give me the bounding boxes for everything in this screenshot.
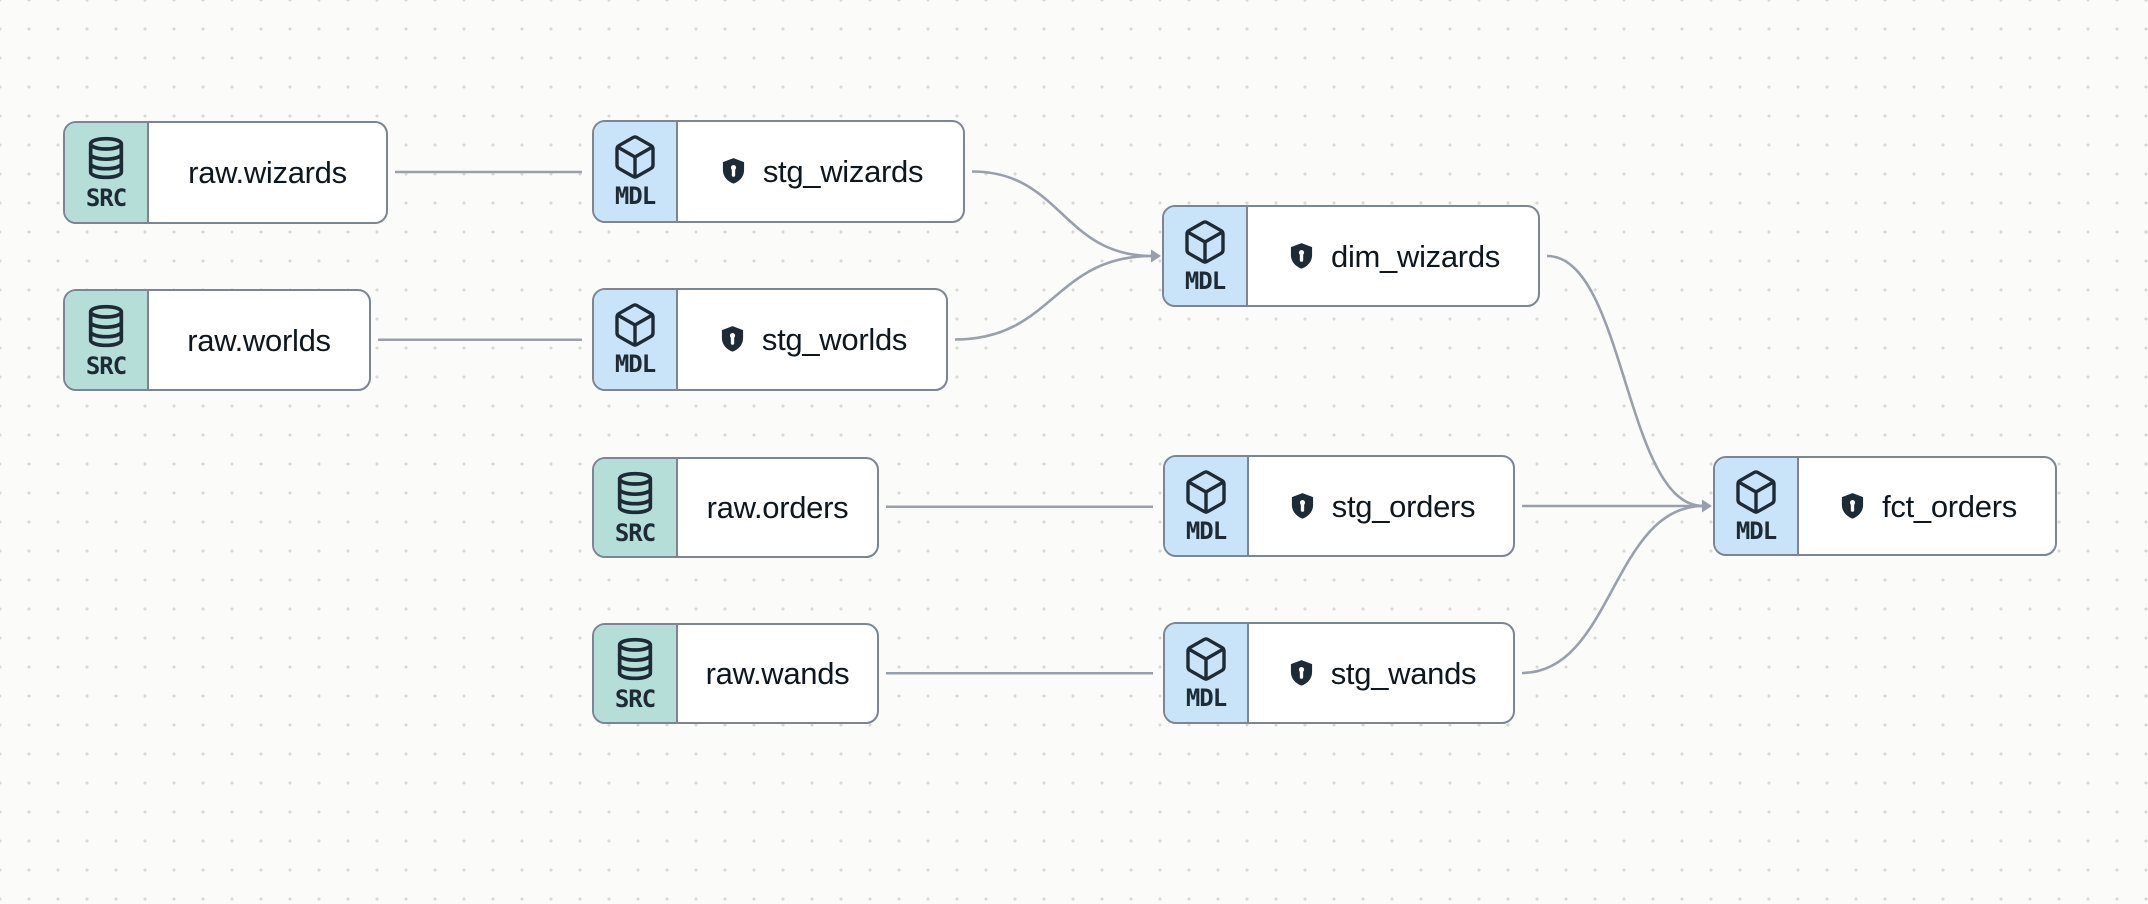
node-type-label: SRC [85,184,127,212]
node-type-badge: MDL [1165,624,1249,722]
node-type-badge: MDL [1715,458,1799,554]
node-type-badge: MDL [594,122,678,221]
node-type-badge: MDL [1165,457,1249,555]
node-type-label: SRC [614,685,656,713]
node-stg-wands[interactable]: MDL stg_wands [1163,622,1515,724]
database-icon [83,133,129,183]
shield-lock-icon [718,155,749,188]
arrowhead-into-fct_orders [1702,499,1712,513]
node-type-label: MDL [614,350,656,378]
arrowhead-into-dim_wizards [1151,249,1161,263]
node-body: stg_worlds [678,290,946,389]
node-stg-orders[interactable]: MDL stg_orders [1163,455,1515,557]
node-name-label: stg_wizards [762,154,924,189]
edge-dim_wizards-fct_orders [1546,254,1704,508]
shield-lock-icon [1837,490,1868,523]
node-type-badge: SRC [65,291,149,389]
database-icon [612,468,658,518]
cube-icon [1182,468,1230,516]
node-name-label: raw.orders [706,490,849,525]
cube-icon [611,301,659,349]
shield-lock-icon [717,323,748,356]
shield-lock-icon [1286,657,1317,690]
cube-icon [1182,635,1230,683]
database-icon [612,634,658,684]
node-type-label: SRC [85,351,127,380]
node-name-label: stg_wands [1330,655,1477,691]
node-body: dim_wizards [1248,207,1538,305]
node-dim-wizards[interactable]: MDL dim_wizards [1162,205,1540,307]
node-stg-wizards[interactable]: MDL stg_wizards [592,120,965,223]
edge-stg_worlds-dim_wizards [954,254,1153,341]
shield-lock-icon [1287,490,1318,523]
node-type-label: MDL [1185,516,1227,545]
node-body: raw.wands [678,625,877,722]
node-body: stg_orders [1249,457,1513,555]
node-type-badge: MDL [1164,207,1248,305]
node-raw-wands[interactable]: SRC raw.wands [592,623,879,724]
node-type-label: SRC [614,519,656,547]
node-body: stg_wands [1249,624,1513,722]
node-name-label: raw.wizards [188,155,347,190]
node-type-badge: SRC [65,123,149,222]
node-body: stg_wizards [678,122,963,221]
node-name-label: stg_orders [1331,488,1476,524]
node-stg-worlds[interactable]: MDL stg_worlds [592,288,948,391]
node-fct-orders[interactable]: MDL fct_orders [1713,456,2057,556]
node-type-label: MDL [1735,516,1777,545]
node-raw-wizards[interactable]: SRC raw.wizards [63,121,388,224]
node-body: raw.wizards [149,123,386,222]
node-name-label: raw.worlds [187,322,331,358]
node-name-label: raw.wands [705,656,850,691]
node-name-label: fct_orders [1882,488,2017,524]
node-body: fct_orders [1799,458,2055,554]
node-body: raw.worlds [149,291,369,389]
node-name-label: stg_worlds [761,322,908,357]
cube-icon [1181,218,1229,266]
node-type-badge: SRC [594,459,678,556]
cube-icon [1732,468,1780,516]
node-name-label: dim_wizards [1331,238,1500,274]
edge-stg_wands-fct_orders [1521,504,1704,675]
node-type-label: MDL [1184,266,1226,295]
node-raw-worlds[interactable]: SRC raw.worlds [63,289,371,391]
node-body: raw.orders [678,459,877,556]
node-type-label: MDL [614,182,656,210]
shield-lock-icon [1286,240,1317,273]
node-type-badge: SRC [594,625,678,722]
node-type-badge: MDL [594,290,678,389]
database-icon [83,301,129,351]
edge-stg_wizards-dim_wizards [971,170,1153,258]
node-raw-orders[interactable]: SRC raw.orders [592,457,879,558]
node-type-label: MDL [1185,683,1227,712]
cube-icon [611,133,659,181]
